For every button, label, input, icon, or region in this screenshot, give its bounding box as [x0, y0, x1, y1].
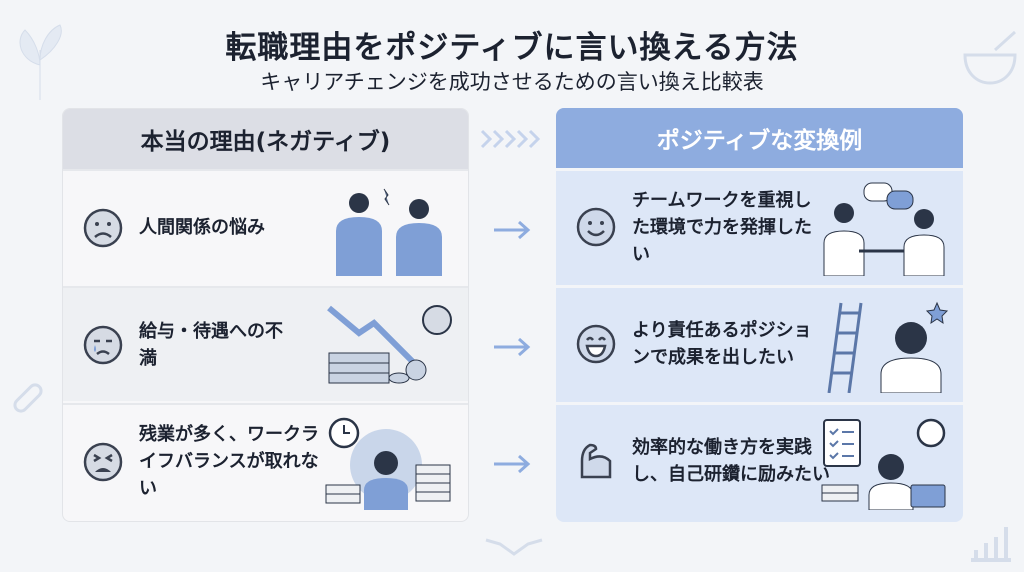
positive-header: ポジティブな変換例 — [556, 108, 963, 168]
leaf-icon — [19, 24, 62, 100]
negative-text: 人間関係の悩み — [139, 217, 265, 238]
negative-header: 本当の理由(ネガティブ) — [63, 109, 468, 169]
career-ladder-illustration — [827, 301, 949, 393]
chevrons-icon — [480, 129, 541, 149]
overworked-illustration — [325, 417, 451, 510]
negative-row: 残業が多く、ワークライフバランスが取れない — [63, 403, 468, 518]
page-subtitle: キャリアチェンジを成功させるための言い換え比較表 — [260, 70, 764, 94]
grin-face-icon — [576, 324, 616, 364]
smile-face-icon — [576, 207, 616, 247]
negative-row: 人間関係の悩み — [63, 169, 468, 284]
positive-text: 効率的な働き方を実践し、自己研鑽に励みたい — [632, 437, 830, 485]
positive-text: より責任あるポジションで成果を出したい — [632, 320, 812, 368]
flexed-arm-icon — [580, 443, 612, 479]
page-title: 転職理由をポジティブに言い換える方法 — [225, 30, 799, 66]
teamwork-illustration — [823, 182, 945, 276]
crying-face-icon — [83, 325, 123, 364]
mortar-icon — [963, 30, 1017, 85]
chart-icon — [971, 527, 1011, 562]
positive-row: より責任あるポジションで成果を出したい — [556, 285, 963, 400]
negative-text: 残業が多く、ワークライフバランスが取れない — [139, 424, 319, 499]
capsule-icon — [13, 383, 43, 413]
negative-row: 給与・待遇への不満 — [63, 286, 468, 401]
right-arrow-icon — [494, 337, 531, 357]
conflict-people-illustration — [336, 188, 442, 276]
negative-panel: 本当の理由(ネガティブ) 人間関係の悩み 給与・待遇への不満 残業が多く、ワーク… — [62, 108, 469, 522]
falling-money-illustration — [327, 305, 452, 384]
sad-face-icon — [83, 208, 123, 247]
handshake-icon — [485, 538, 543, 556]
positive-row: 効率的な働き方を実践し、自己研鑽に励みたい — [556, 402, 963, 517]
positive-row: チームワークを重視した環境で力を発揮したい — [556, 168, 963, 283]
tired-face-icon — [83, 442, 123, 481]
efficient-work-illustration — [821, 418, 946, 510]
positive-panel: ポジティブな変換例 チームワークを重視した環境で力を発揮したい より責任あるポジ… — [556, 108, 963, 522]
right-arrow-icon — [494, 220, 531, 240]
negative-text: 給与・待遇への不満 — [139, 320, 283, 369]
positive-text: チームワークを重視した環境で力を発揮したい — [632, 189, 812, 265]
right-arrow-icon — [494, 454, 531, 474]
